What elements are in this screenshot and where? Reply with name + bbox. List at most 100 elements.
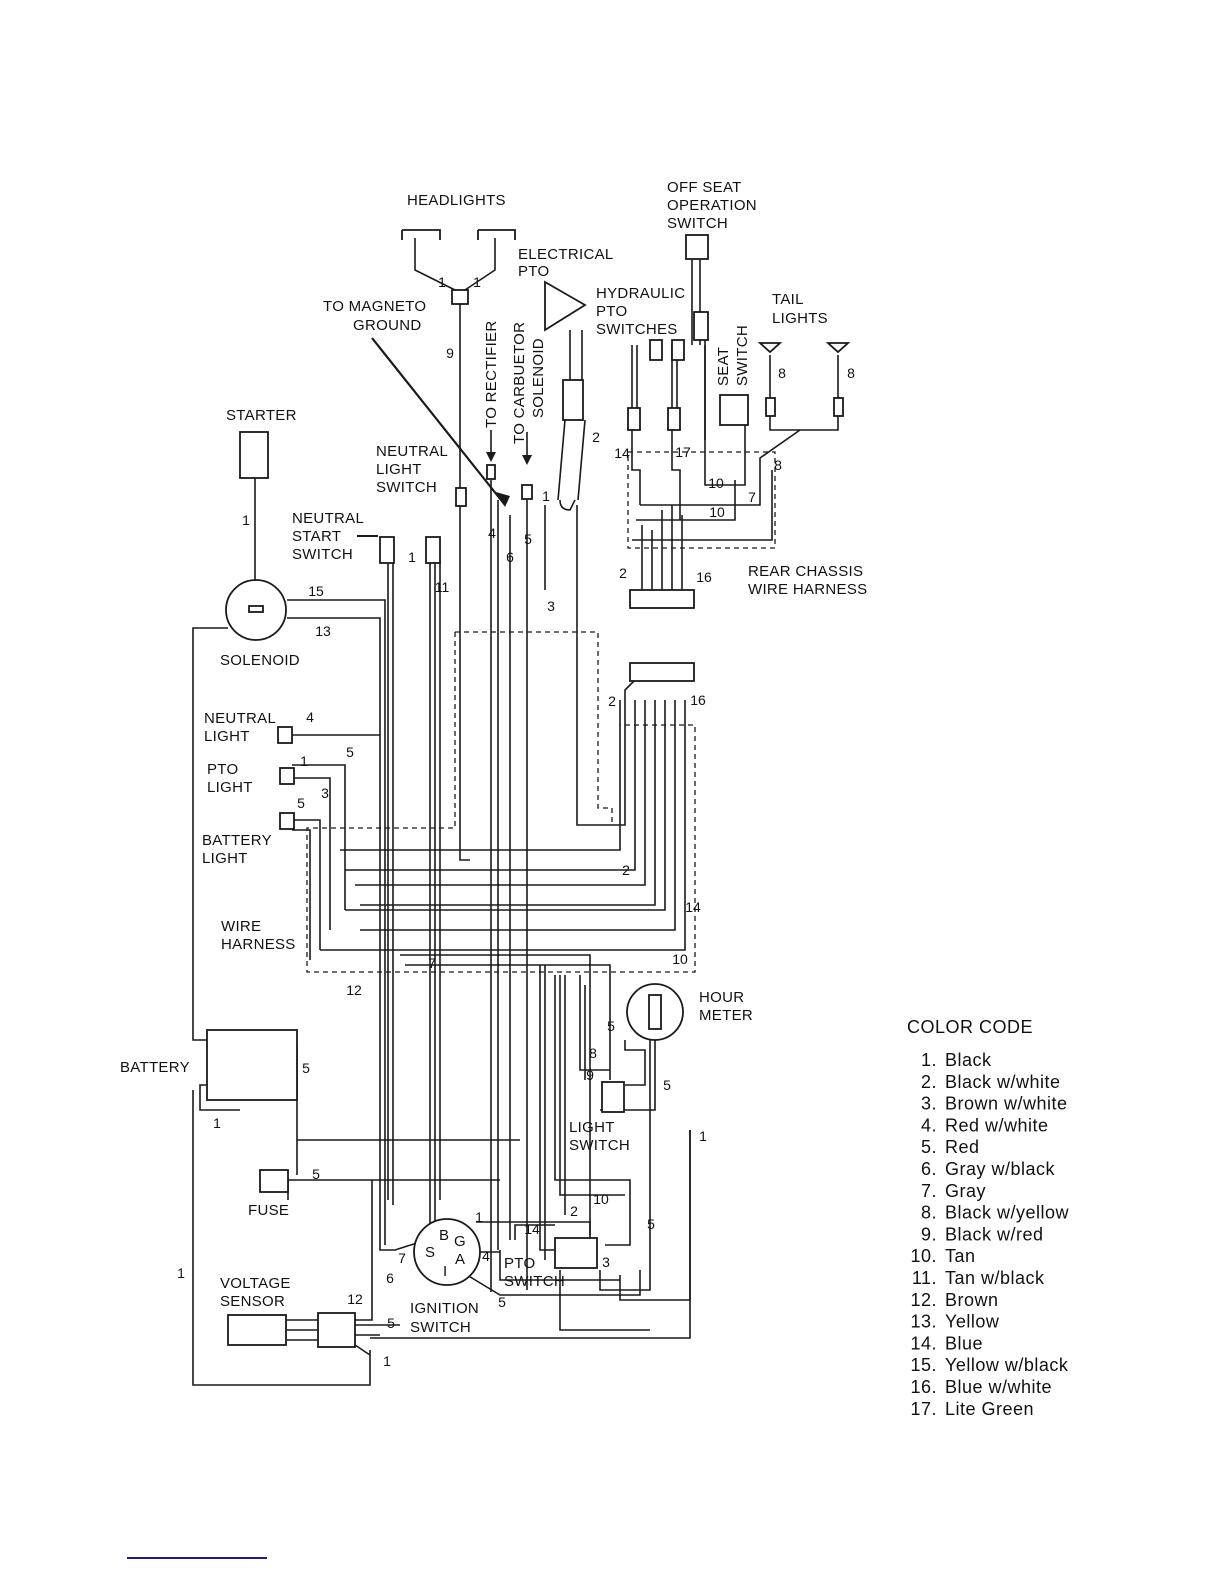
wire-number: 16 xyxy=(690,692,706,708)
wire-number: 8 xyxy=(589,1045,597,1061)
color-code-number: 6. xyxy=(921,1159,937,1179)
electrical-pto-clutch xyxy=(544,280,587,332)
wire-number: 5 xyxy=(524,531,532,547)
hydraulic-switch-2 xyxy=(671,339,685,361)
wire-number: 5 xyxy=(312,1166,320,1182)
ignition-terminal-a: A xyxy=(455,1251,465,1268)
wire-number: 12 xyxy=(346,982,362,998)
color-code-number: 4. xyxy=(921,1115,937,1135)
wire-number: 5 xyxy=(346,744,354,760)
label-light-switch: LIGHT xyxy=(569,1119,615,1136)
battery-body xyxy=(206,1029,298,1101)
label-pto-switch: SWITCH xyxy=(504,1273,565,1290)
starter-box xyxy=(239,431,269,479)
label-wire-harness: WIRE xyxy=(221,918,261,935)
ignition-switch-body xyxy=(413,1218,481,1286)
color-code-number: 12. xyxy=(910,1290,937,1310)
wire-number: 1 xyxy=(473,274,481,290)
main-harness-connector xyxy=(629,662,695,682)
wire-number: 4 xyxy=(306,709,314,725)
footer-link-underline[interactable] xyxy=(127,1557,267,1559)
hydraulic-switch-1 xyxy=(649,339,663,361)
off-seat-plug xyxy=(693,311,709,341)
wire-number: 15 xyxy=(308,583,324,599)
headlight-right xyxy=(477,229,516,240)
wire-number: 1 xyxy=(242,512,250,528)
components xyxy=(206,229,851,1348)
wire-number: 8 xyxy=(778,365,786,381)
wire-number: 2 xyxy=(608,693,616,709)
wire-number: 5 xyxy=(498,1294,506,1310)
wire-number: 17 xyxy=(675,444,691,460)
wire-number: 5 xyxy=(647,1216,655,1232)
color-code-title: COLOR CODE xyxy=(907,1017,1033,1037)
wire-number: 1 xyxy=(438,274,446,290)
wire-numbers: 1 1 9 2 14 17 10 10 7 8 8 8 1 4 6 5 1 1 … xyxy=(177,274,855,1369)
off-seat-connector xyxy=(685,234,709,260)
color-code-color: Gray xyxy=(945,1181,986,1201)
label-neutral-light: NEUTRAL xyxy=(204,710,276,727)
color-code-number: 7. xyxy=(921,1181,937,1201)
label-seat-switch: SEAT xyxy=(715,347,732,386)
color-code-number: 17. xyxy=(910,1399,937,1419)
label-light-switch: SWITCH xyxy=(569,1137,630,1154)
color-code-color: Black w/red xyxy=(945,1224,1044,1244)
color-code-number: 8. xyxy=(921,1203,937,1223)
wire-number: 4 xyxy=(482,1248,490,1264)
rear-connector-2 xyxy=(667,407,681,431)
label-neutral-start-switch: NEUTRAL xyxy=(292,510,364,527)
wire-number: 2 xyxy=(619,565,627,581)
carburetor-connector xyxy=(521,484,533,500)
label-pto-light: PTO xyxy=(207,761,238,778)
voltage-sensor-connector xyxy=(317,1312,356,1348)
tail-fuse-left xyxy=(765,397,776,417)
color-code-number: 14. xyxy=(910,1333,937,1353)
color-code-color: Blue w/white xyxy=(945,1377,1052,1397)
seat-switch xyxy=(719,394,749,426)
color-code-color: Red xyxy=(945,1137,980,1157)
label-neutral-light-switch: NEUTRAL xyxy=(376,443,448,460)
wires xyxy=(192,238,839,1386)
wire-number: 8 xyxy=(847,365,855,381)
color-code-color: Brown w/white xyxy=(945,1094,1068,1114)
tail-light-left xyxy=(757,342,783,354)
wire-number: 6 xyxy=(506,549,514,565)
color-code-color: Gray w/black xyxy=(945,1159,1056,1179)
label-headlights: HEADLIGHTS xyxy=(407,192,506,209)
color-code-number: 5. xyxy=(921,1137,937,1157)
label-carburetor: TO CARBUETOR xyxy=(511,322,528,444)
wire-number: 7 xyxy=(398,1250,406,1266)
solenoid-terminal xyxy=(248,605,264,613)
wire-number: 9 xyxy=(446,345,454,361)
label-rectifier: TO RECTIFIER xyxy=(483,321,500,429)
label-fuse: FUSE xyxy=(248,1202,289,1219)
wire-number: 14 xyxy=(614,445,630,461)
pto-switch-body xyxy=(554,1237,598,1269)
wire-number: 3 xyxy=(547,598,555,614)
label-solenoid: SOLENOID xyxy=(220,652,300,669)
label-tail-lights: TAIL xyxy=(772,291,804,308)
rectifier-connector xyxy=(486,464,496,480)
component-labels: HEADLIGHTS OFF SEAT OPERATION SWITCH ELE… xyxy=(120,179,867,1336)
color-code-number: 9. xyxy=(921,1224,937,1244)
label-hydraulic-pto: SWITCHES xyxy=(596,321,678,338)
wire-number: 5 xyxy=(607,1018,615,1034)
wire-number: 10 xyxy=(709,504,725,520)
label-starter: STARTER xyxy=(226,407,297,424)
label-ignition-switch: IGNITION xyxy=(410,1300,479,1317)
wire-number: 1 xyxy=(542,488,550,504)
wire-number: 9 xyxy=(586,1067,594,1083)
pto-cable-boot xyxy=(562,379,584,421)
pto-light-bulb xyxy=(279,767,295,785)
wire-number: 14 xyxy=(524,1221,540,1237)
label-hydraulic-pto: HYDRAULIC xyxy=(596,285,685,302)
label-electrical-pto: ELECTRICAL xyxy=(518,246,614,263)
wire-number: 1 xyxy=(383,1353,391,1369)
ignition-terminal-i: I xyxy=(443,1263,447,1280)
wire-number: 1 xyxy=(408,549,416,565)
color-code-number: 11. xyxy=(912,1268,937,1288)
tail-light-right xyxy=(825,342,851,354)
ignition-terminal-g: G xyxy=(454,1233,466,1250)
color-code-number: 3. xyxy=(921,1094,937,1114)
